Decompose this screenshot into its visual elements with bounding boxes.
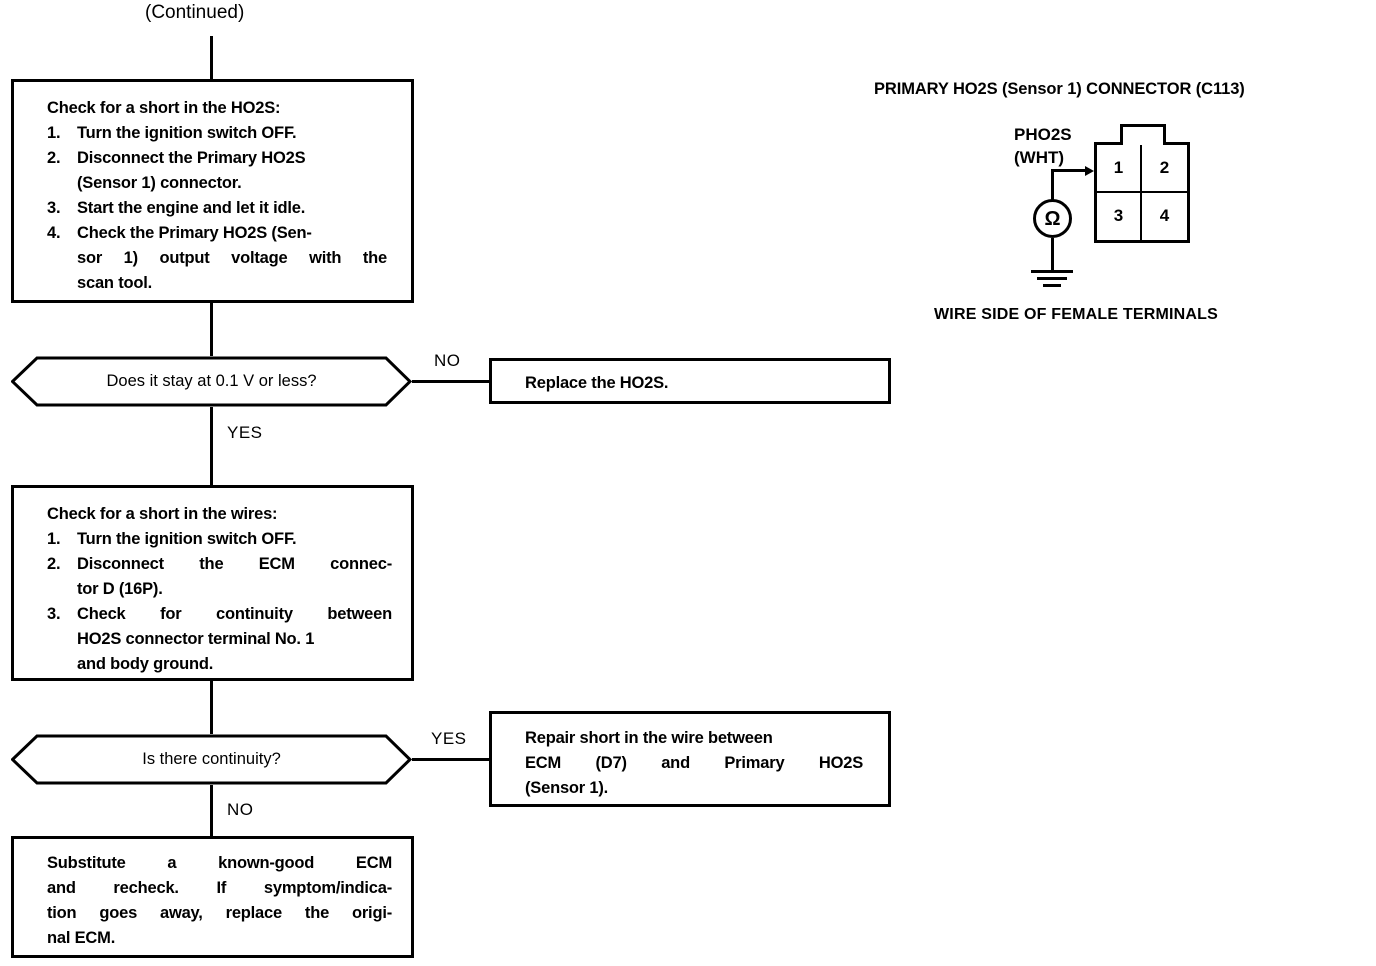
connector-line-continued-to-step1	[210, 36, 213, 81]
item-text-line1: Disconnect the ECM connec-	[77, 555, 392, 573]
connector-line-decision2-to-result3	[210, 785, 213, 836]
item-text: Turn the ignition switch OFF.	[77, 124, 297, 142]
list-item: 3. Start the engine and let it idle.	[47, 196, 387, 221]
connector-diagram-title: PRIMARY HO2S (Sensor 1) CONNECTOR (C113)	[874, 80, 1245, 98]
item-text: Start the engine and let it idle.	[77, 199, 306, 217]
result2-line2: ECM (D7) and Primary HO2S	[525, 754, 863, 772]
item-text-line3: and body ground.	[77, 655, 214, 673]
step1-items: 1. Turn the ignition switch OFF. 2. Disc…	[47, 121, 387, 296]
branch-line-decision1-no	[412, 380, 490, 383]
result2-text: Repair short in the wire between ECM (D7…	[525, 726, 863, 801]
item-text-line2: HO2S connector terminal No. 1	[77, 630, 315, 648]
result1-text: Replace the HO2S.	[525, 374, 669, 392]
result2-line3: (Sensor 1).	[525, 779, 609, 797]
result2-box: Repair short in the wire between ECM (D7…	[489, 711, 891, 807]
item-number: 4.	[47, 224, 61, 242]
continued-label: (Continued)	[145, 2, 245, 23]
wire-label-line2: (WHT)	[1014, 148, 1065, 167]
step2-text: Check for a short in the wires: 1. Turn …	[47, 502, 392, 677]
item-number: 3.	[47, 199, 61, 217]
step1-box: Check for a short in the HO2S: 1. Turn t…	[11, 79, 414, 303]
item-number: 1.	[47, 124, 61, 142]
branch-line-decision2-yes	[412, 758, 490, 761]
result3-line4: nal ECM.	[47, 929, 116, 947]
connector-body: 1 2 3 4	[1094, 142, 1190, 243]
item-number: 2.	[47, 555, 61, 573]
wire-label: PHO2S (WHT)	[1014, 123, 1072, 169]
list-item: 2. Disconnect the ECM connec- tor D (16P…	[47, 552, 392, 602]
item-number: 1.	[47, 530, 61, 548]
connector-pin-2: 2	[1142, 145, 1187, 193]
item-text-line2: (Sensor 1) connector.	[77, 174, 242, 192]
decision1-yes-label: YES	[227, 423, 263, 442]
leader-line-horizontal	[1051, 169, 1085, 172]
list-item: 1. Turn the ignition switch OFF.	[47, 121, 387, 146]
decision1-no-label: NO	[434, 351, 461, 370]
step2-box: Check for a short in the wires: 1. Turn …	[11, 485, 414, 681]
decision2-no-label: NO	[227, 800, 254, 819]
result3-text: Substitute a known-good ECM and recheck.…	[47, 851, 392, 951]
result3-line1: Substitute a known-good ECM	[47, 854, 392, 872]
ohmmeter-icon: Ω	[1033, 199, 1072, 238]
list-item: 3. Check for continuity between HO2S con…	[47, 602, 392, 677]
leader-line-vertical	[1051, 169, 1054, 201]
connector-pin-3: 3	[1097, 192, 1142, 240]
step1-text: Check for a short in the HO2S: 1. Turn t…	[47, 96, 387, 296]
item-number: 3.	[47, 605, 61, 623]
result3-line3: tion goes away, replace the origi-	[47, 904, 392, 922]
decision1-question: Does it stay at 0.1 V or less?	[106, 372, 317, 390]
connector-line-step1-to-decision1	[210, 303, 213, 356]
result1-box: Replace the HO2S.	[489, 358, 891, 404]
decision1-hexagon: Does it stay at 0.1 V or less?	[11, 356, 412, 407]
ground-lead-line	[1051, 238, 1054, 271]
connector-pin-4: 4	[1159, 206, 1170, 226]
ground-icon-bar-2	[1037, 277, 1067, 280]
list-item: 2. Disconnect the Primary HO2S (Sensor 1…	[47, 146, 387, 196]
ground-icon-bar-3	[1043, 284, 1061, 287]
connector-line-decision1-to-step2	[210, 407, 213, 485]
item-text: Turn the ignition switch OFF.	[77, 530, 297, 548]
item-text-line3: scan tool.	[77, 274, 153, 292]
ground-icon-bar-1	[1031, 270, 1073, 273]
connector-tab-opening	[1123, 141, 1163, 145]
item-number: 2.	[47, 149, 61, 167]
result3-line2: and recheck. If symptom/indica-	[47, 879, 392, 897]
result3-box: Substitute a known-good ECM and recheck.…	[11, 836, 414, 958]
wire-label-line1: PHO2S	[1014, 125, 1072, 144]
connector-tab	[1120, 124, 1166, 145]
item-text-line1: Check for continuity between	[77, 605, 392, 623]
item-text-line1: Disconnect the Primary HO2S	[77, 149, 306, 167]
decision2-hexagon: Is there continuity?	[11, 734, 412, 785]
connector-diagram-caption: WIRE SIDE OF FEMALE TERMINALS	[934, 306, 1219, 323]
decision2-yes-label: YES	[431, 729, 467, 748]
item-text-line2: tor D (16P).	[77, 580, 163, 598]
connector-line-step2-to-decision2	[210, 681, 213, 734]
step1-heading: Check for a short in the HO2S:	[47, 99, 281, 117]
leader-arrow-icon	[1085, 166, 1094, 176]
list-item: 1. Turn the ignition switch OFF.	[47, 527, 392, 552]
step2-heading: Check for a short in the wires:	[47, 505, 278, 523]
decision2-question: Is there continuity?	[142, 750, 281, 768]
connector-pin-1: 1	[1097, 145, 1142, 193]
list-item: 4. Check the Primary HO2S (Sen- sor 1) o…	[47, 221, 387, 296]
item-text-line1: Check the Primary HO2S (Sen-	[77, 224, 312, 242]
item-text-line2: sor 1) output voltage with the	[77, 249, 387, 267]
step2-items: 1. Turn the ignition switch OFF. 2. Disc…	[47, 527, 392, 677]
result2-line1: Repair short in the wire between	[525, 729, 773, 747]
